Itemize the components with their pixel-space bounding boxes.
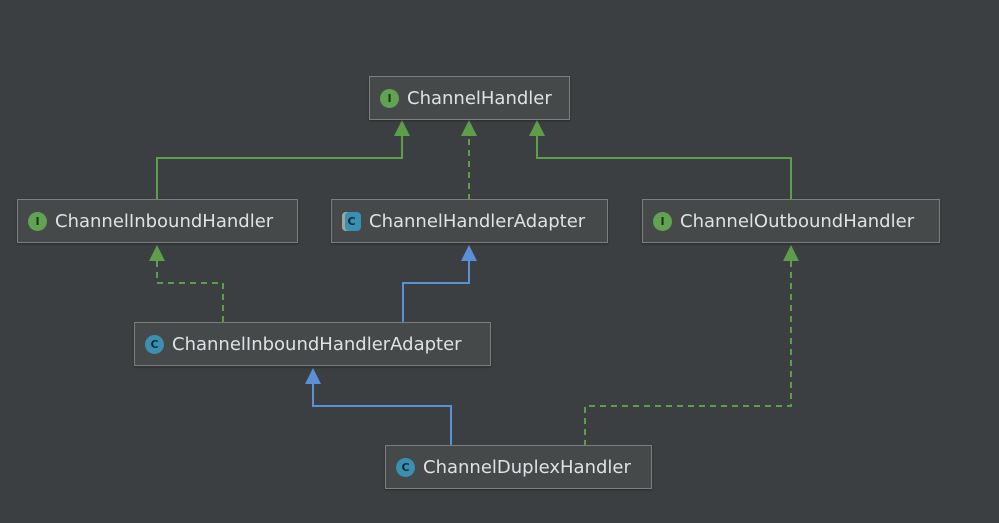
node-label: ChannelInboundHandler	[55, 210, 274, 232]
node-channel-inbound-handler[interactable]: I ChannelInboundHandler	[17, 199, 298, 243]
arrowhead-outbound-to-handler	[529, 120, 545, 136]
node-label: ChannelInboundHandlerAdapter	[172, 333, 462, 355]
edge-duplex-to-inbound-adapter	[312, 381, 452, 446]
node-label: ChannelHandler	[407, 87, 552, 109]
arrowhead-inbound-adapter-to-adapter	[461, 245, 477, 261]
node-channel-handler[interactable]: I ChannelHandler	[369, 76, 570, 120]
arrowhead-duplex-to-inbound-adapter	[305, 368, 321, 384]
node-channel-handler-adapter[interactable]: C ChannelHandlerAdapter	[331, 199, 608, 243]
node-channel-duplex-handler[interactable]: C ChannelDuplexHandler	[385, 445, 652, 489]
interface-icon: I	[380, 88, 399, 108]
arrowhead-inbound-adapter-to-inbound	[149, 245, 165, 261]
interface-icon: I	[28, 211, 47, 231]
interface-icon: I	[653, 211, 672, 231]
node-label: ChannelHandlerAdapter	[369, 210, 586, 232]
arrowhead-duplex-to-outbound	[783, 245, 799, 261]
edge-inbound-to-handler	[156, 133, 403, 200]
node-label: ChannelOutboundHandler	[680, 210, 915, 232]
node-channel-inbound-handler-adapter[interactable]: C ChannelInboundHandlerAdapter	[134, 322, 491, 366]
abstract-class-icon: C	[342, 211, 361, 231]
edge-outbound-to-handler	[536, 133, 792, 200]
class-icon: C	[145, 334, 164, 354]
edge-inbound-adapter-to-inbound	[156, 258, 224, 322]
arrowhead-adapter-to-handler	[461, 120, 477, 136]
edge-duplex-to-outbound	[584, 258, 792, 446]
class-icon: C	[396, 457, 415, 477]
node-channel-outbound-handler[interactable]: I ChannelOutboundHandler	[642, 199, 940, 243]
arrowhead-inbound-to-handler	[394, 120, 410, 136]
edge-inbound-adapter-to-adapter	[402, 258, 470, 322]
node-label: ChannelDuplexHandler	[423, 456, 631, 478]
